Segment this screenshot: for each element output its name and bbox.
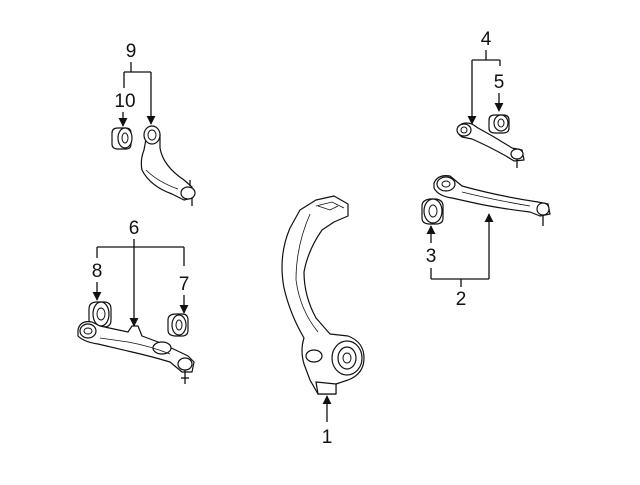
callout-3: 3 — [426, 246, 437, 267]
callout-8: 8 — [92, 261, 103, 282]
callout-1: 1 — [322, 427, 333, 448]
bushing-8 — [88, 301, 112, 328]
control-arm-6 — [77, 321, 195, 384]
leader-6 — [96, 239, 185, 327]
steering-knuckle-1 — [281, 195, 365, 395]
callout-10: 10 — [114, 91, 135, 112]
bushing-10 — [111, 127, 133, 150]
bushing-3 — [421, 198, 444, 225]
callout-4: 4 — [481, 29, 492, 50]
callout-6: 6 — [129, 218, 140, 239]
callout-7: 7 — [179, 274, 190, 295]
control-arm-4 — [456, 122, 525, 168]
bushing-7 — [167, 313, 189, 337]
control-arm-2 — [433, 175, 551, 226]
callout-2: 2 — [456, 289, 467, 310]
bushing-5 — [488, 114, 510, 134]
callout-9: 9 — [126, 41, 137, 62]
leader-9 — [123, 62, 156, 125]
leader-2 — [430, 213, 494, 287]
control-arm-9 — [140, 125, 196, 206]
leader-4 — [467, 50, 501, 125]
callout-5: 5 — [494, 72, 505, 93]
